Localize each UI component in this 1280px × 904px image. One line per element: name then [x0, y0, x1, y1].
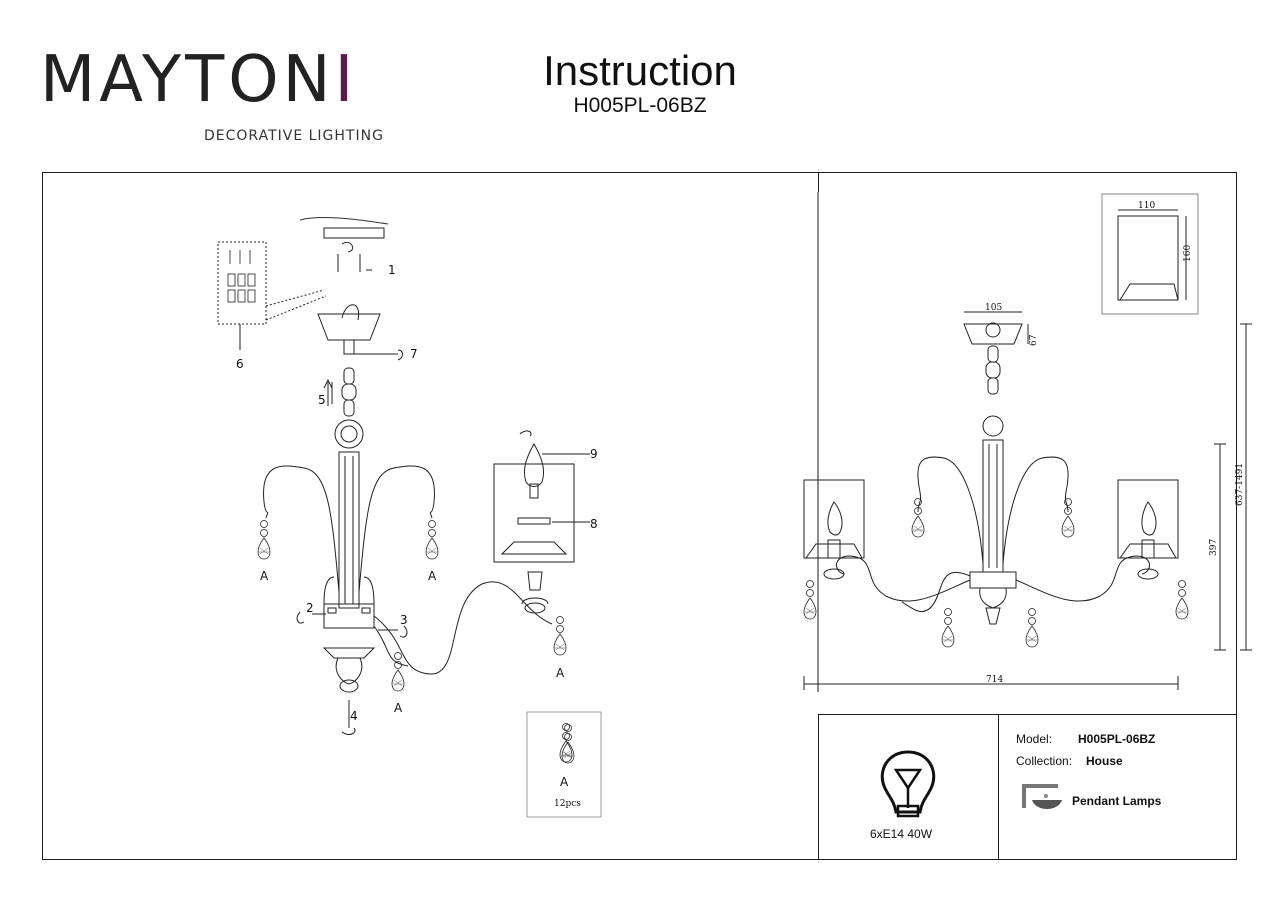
finial-plate: [322, 647, 376, 659]
callout-3: 3: [400, 613, 408, 627]
pendant-lamp-icon: [1022, 784, 1062, 809]
outer-frame: [42, 172, 1237, 860]
assembly-crystals: [257, 520, 575, 764]
bulb-spec: 6xE14 40W: [870, 827, 933, 841]
instruction-diagram: 1 2 3 4 5 6 7 8 9 A A A A A 12pcs: [42, 172, 1252, 860]
page-model-code: H005PL-06BZ: [573, 94, 707, 117]
dimension-drawing: [803, 193, 1252, 690]
dim-canopy-width: 105: [985, 303, 1002, 313]
shade-inset: [1101, 193, 1199, 315]
lamp-shade: [493, 463, 575, 563]
instruction-sheet: 1 2 3 4 5 6 7 8 9 A A A A A 12pcs: [42, 172, 1252, 860]
crystal-label-a4: A: [556, 666, 565, 680]
callout-7: 7: [410, 347, 418, 361]
crystal-box-quantity: 12pcs: [554, 799, 581, 809]
callout-6: 6: [236, 357, 244, 371]
callout-4: 4: [350, 709, 358, 723]
brand-accent-letter: I: [334, 43, 358, 117]
brand-name: MAYTONI: [40, 43, 358, 117]
callout-2: 2: [306, 601, 314, 615]
dim-total-height: 637-1491: [1235, 463, 1245, 506]
brand-logo: MAYTONI DECORATIVE LIGHTING: [40, 48, 392, 148]
dim-shade-width: 110: [1138, 201, 1155, 211]
callout-labels: 1 2 3 4 5 6 7 8 9 A A A A: [236, 263, 598, 723]
collection-label: Collection:: [1016, 754, 1073, 768]
dim-total-width: 714: [986, 675, 1003, 685]
crystal-quantity-box: A 12pcs: [526, 711, 602, 818]
crystal-label-a2: A: [428, 569, 437, 583]
hardware-pack: [217, 241, 267, 325]
model-value: H005PL-06BZ: [1078, 732, 1156, 746]
assembly-drawing: [217, 216, 590, 735]
crystal-label-a1: A: [260, 569, 269, 583]
ceiling-bracket: [323, 227, 385, 239]
callout-5: 5: [318, 393, 326, 407]
crystal-label-a3: A: [394, 701, 403, 715]
lamp-type-label: Pendant Lamps: [1072, 794, 1162, 808]
dim-canopy-height: 67: [1029, 334, 1039, 346]
crystal-box-label: A: [560, 775, 569, 789]
central-column: [338, 451, 360, 609]
canopy: [317, 313, 381, 341]
dim-shade-height: 160: [1183, 245, 1193, 262]
callout-1: 1: [388, 263, 396, 277]
dim-body-height: 397: [1209, 539, 1219, 556]
callout-9: 9: [590, 447, 598, 461]
dimension-crystals: [803, 498, 1189, 648]
bulb-icon: [880, 750, 936, 818]
page-title: Instruction: [543, 47, 737, 94]
model-label: Model:: [1016, 732, 1053, 746]
bulb: [523, 442, 545, 487]
dimension-labels: 110 160 105 67 397 637-1491 714: [985, 201, 1245, 685]
brand-tagline: DECORATIVE LIGHTING: [204, 128, 384, 144]
callout-8: 8: [590, 517, 598, 531]
collection-value: House: [1086, 754, 1123, 768]
